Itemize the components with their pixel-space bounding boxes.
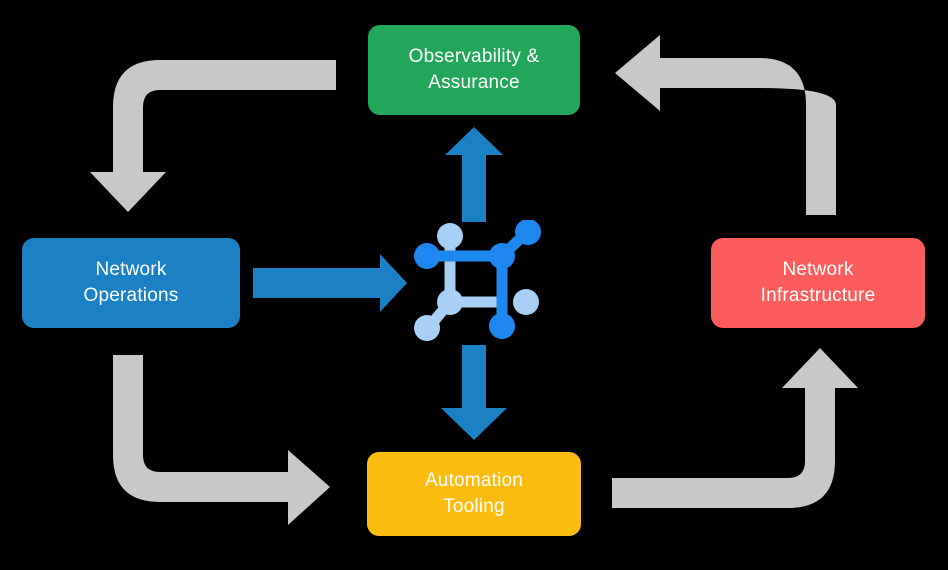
box-automation-tooling-label: Automation Tooling (424, 470, 524, 517)
box-network-operations[interactable]: Network Operations (22, 238, 240, 328)
box-network-operations-label: Network Operations (83, 259, 179, 306)
box-automation-tooling[interactable]: Automation Tooling (367, 452, 581, 536)
gray-arrow-operations-to-automation (113, 355, 330, 525)
gray-arrow-observability-to-operations (90, 60, 336, 212)
box-network-infrastructure[interactable]: Network Infrastructure (711, 238, 925, 328)
topology-light-nodes (414, 223, 539, 341)
gray-arrow-infrastructure-to-observability (615, 35, 836, 215)
box-observability-label: Observability & Assurance (408, 46, 540, 93)
box-network-infrastructure-label: Network Infrastructure (760, 259, 876, 306)
blue-arrow-center-to-observability (445, 127, 503, 222)
topology-primary-nodes (414, 220, 541, 339)
blue-arrow-center-to-automation (441, 345, 507, 440)
box-observability[interactable]: Observability & Assurance (368, 25, 580, 115)
blue-arrow-operations-to-center (253, 254, 407, 312)
gray-arrow-automation-to-infrastructure (612, 348, 858, 508)
network-topology-icon (414, 220, 541, 341)
